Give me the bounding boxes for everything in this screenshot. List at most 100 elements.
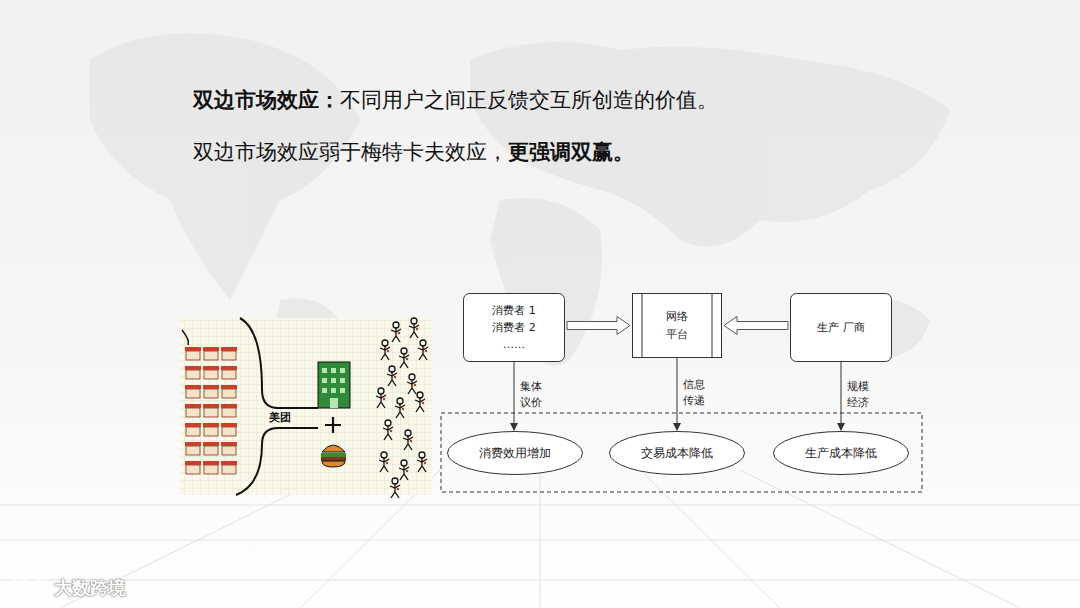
shop-icon xyxy=(204,427,218,436)
figure-body xyxy=(387,372,397,386)
shop-icon xyxy=(204,408,218,417)
shop-icon xyxy=(222,465,236,474)
figure-body xyxy=(391,328,401,342)
stick-figure xyxy=(379,452,389,472)
shop-icon xyxy=(204,351,218,360)
figure-body xyxy=(379,458,389,472)
ellipse-outline xyxy=(610,432,745,475)
stick-figure xyxy=(417,452,427,472)
shop-icon xyxy=(204,389,218,398)
stick-figure xyxy=(383,420,393,440)
shop-icon xyxy=(186,408,200,417)
stick-figure xyxy=(415,392,425,412)
figure-body xyxy=(390,484,400,498)
node-text: 消费效用增加 xyxy=(479,444,551,463)
figure-body xyxy=(403,436,413,450)
figure-mark xyxy=(425,350,427,352)
flow-arrow xyxy=(514,362,515,430)
shop-icon xyxy=(186,351,200,360)
shop-awning xyxy=(203,423,219,427)
shop-icon xyxy=(186,446,200,455)
watermark-logo xyxy=(12,578,48,601)
ellipse-outline xyxy=(774,432,909,475)
stick-figure xyxy=(403,430,413,450)
figure-head xyxy=(393,322,399,328)
shop-awning xyxy=(185,347,201,351)
shop-awning xyxy=(185,366,201,370)
shop-awning xyxy=(203,461,219,465)
shop-awning xyxy=(221,366,237,370)
figure-head xyxy=(401,348,407,354)
figure-head xyxy=(411,318,417,324)
figure-head xyxy=(389,366,395,372)
title-text: 双边市场效应弱于梅特卡夫效应， xyxy=(193,140,508,164)
shop-awning xyxy=(221,347,237,351)
flow-arrow xyxy=(677,358,678,430)
node-text: 交易成本降低 xyxy=(641,444,713,463)
figure-body xyxy=(380,346,390,360)
figure-mark xyxy=(390,430,392,432)
stick-figure xyxy=(380,340,390,360)
node-text: 网络 平台 xyxy=(664,308,690,342)
actor-box: 生产 厂商 xyxy=(790,293,892,362)
world-map xyxy=(90,33,950,470)
shop-icon xyxy=(222,351,236,360)
shop-awning xyxy=(221,442,237,446)
figure-mark xyxy=(422,402,424,404)
figure-head xyxy=(378,388,384,394)
flow-arrow xyxy=(841,362,842,430)
figure-mark xyxy=(406,470,408,472)
dashed-group-frame xyxy=(441,413,922,492)
shop-awning xyxy=(203,366,219,370)
shop-awning xyxy=(221,461,237,465)
figure-mark xyxy=(383,398,385,400)
floor-tiles xyxy=(0,470,1080,608)
shop-awning xyxy=(185,442,201,446)
box-outline xyxy=(464,294,565,362)
shop-icon xyxy=(222,427,236,436)
figure-head xyxy=(381,452,387,458)
shop-icon xyxy=(186,465,200,474)
figure-mark xyxy=(406,358,408,360)
figure-mark xyxy=(424,462,426,464)
edge-label: 规模 经济 xyxy=(847,379,873,411)
stick-figure xyxy=(387,366,397,386)
shop-icon xyxy=(186,427,200,436)
stick-figure xyxy=(376,388,386,408)
box-outline xyxy=(791,294,892,362)
ellipse-outline xyxy=(448,432,583,475)
title-keyword: 双边市场效应： xyxy=(193,88,340,112)
node-text: 消费者 2 xyxy=(492,319,536,336)
road-sign: 美团 xyxy=(267,411,293,425)
figure-body xyxy=(376,394,386,408)
stick-figure xyxy=(395,398,405,418)
stick-figure xyxy=(418,340,428,360)
result-ellipse: 消费效用增加 xyxy=(447,431,583,475)
figure-head xyxy=(385,420,391,426)
node-text: 生产 厂商 xyxy=(817,319,865,336)
result-ellipse: 生产成本降低 xyxy=(773,431,909,475)
hollow-arrow xyxy=(724,317,788,335)
shop-awning xyxy=(185,404,201,408)
figure-head xyxy=(409,374,415,380)
figure-head xyxy=(419,452,425,458)
shop-awning xyxy=(203,442,219,446)
title-keyword: 更强调双赢。 xyxy=(508,140,634,164)
shop-awning xyxy=(221,404,237,408)
shop-awning xyxy=(221,385,237,389)
title-line: 双边市场效应：不同用户之间正反馈交互所创造的价值。 xyxy=(193,86,718,114)
platform-box: 网络 平台 xyxy=(632,293,722,358)
figure-head xyxy=(397,398,403,404)
node-text: …… xyxy=(503,336,525,353)
figure-body xyxy=(399,354,409,368)
figure-body xyxy=(415,398,425,412)
shop-icon xyxy=(222,389,236,398)
title-line: 双边市场效应弱于梅特卡夫效应，更强调双赢。 xyxy=(193,138,634,166)
stick-figure xyxy=(399,348,409,368)
figure-body xyxy=(418,346,428,360)
figure-mark xyxy=(386,462,388,464)
shop-icon xyxy=(222,408,236,417)
shop-icon xyxy=(186,389,200,398)
figure-head xyxy=(405,430,411,436)
shop-awning xyxy=(203,404,219,408)
